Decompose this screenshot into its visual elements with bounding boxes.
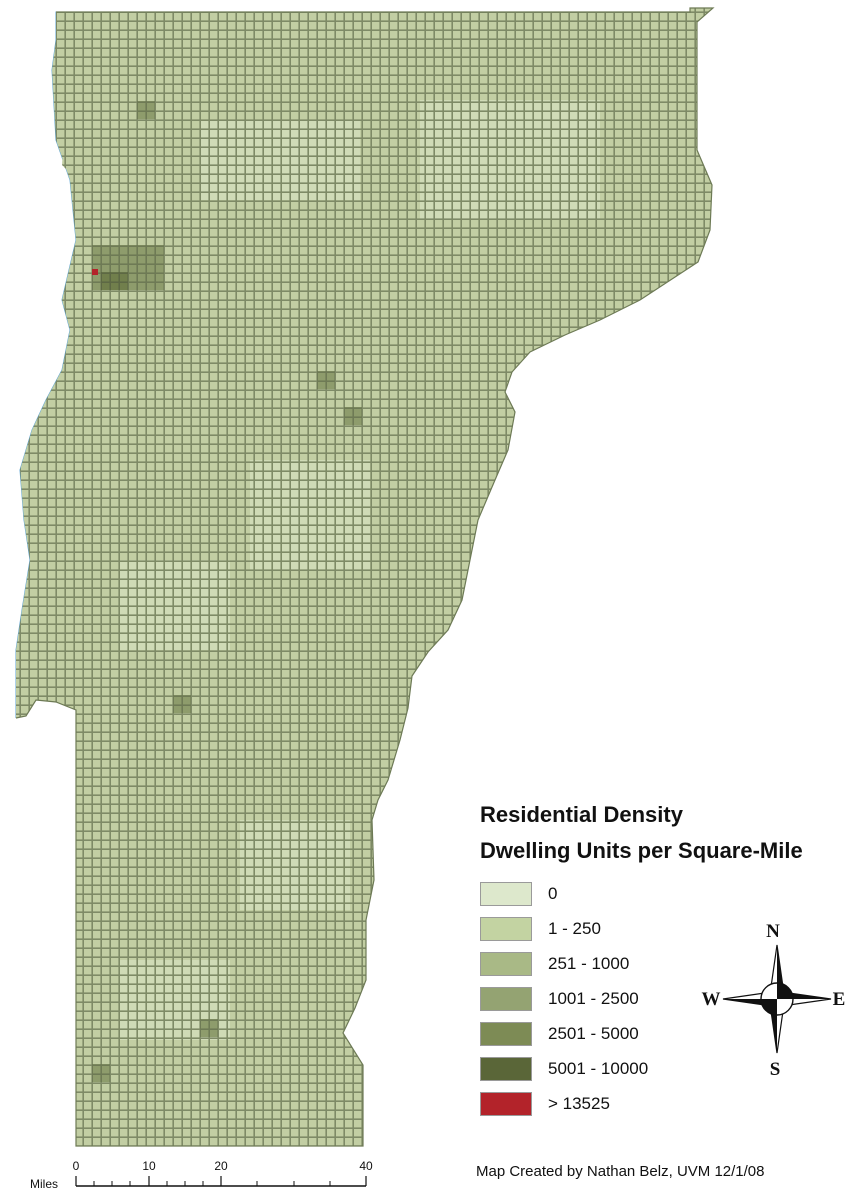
legend-label: 0 (548, 883, 558, 903)
scale-bar: Miles 0 10 20 40 (30, 1159, 373, 1191)
legend-title: Residential Density (480, 802, 683, 827)
scale-tick-label: 10 (142, 1159, 156, 1173)
legend-item: 251 - 1000 (480, 946, 849, 981)
compass-rose-icon: N S W E (702, 921, 846, 1080)
legend-label: > 13525 (548, 1093, 610, 1113)
legend-swatch (480, 1021, 532, 1046)
legend-item: 1001 - 2500 (480, 981, 849, 1016)
legend: Residential Density Dwelling Units per S… (480, 800, 849, 1121)
legend-label: 1 - 250 (548, 918, 601, 938)
compass-south-label: S (770, 1059, 781, 1080)
legend-swatch (480, 881, 532, 906)
legend-label: 2501 - 5000 (548, 1023, 639, 1043)
map-credit: Map Created by Nathan Belz, UVM 12/1/08 (476, 1163, 765, 1180)
compass-west-label: W (702, 989, 721, 1010)
legend-swatch (480, 951, 532, 976)
legend-label: 251 - 1000 (548, 953, 630, 973)
legend-swatch (480, 986, 532, 1011)
legend-swatch (480, 1091, 532, 1116)
legend-list: 0 1 - 250 251 - 1000 1001 - 2500 2501 - … (480, 876, 849, 1121)
legend-swatch (480, 916, 532, 941)
compass-east-label: E (833, 989, 846, 1010)
legend-item: 1 - 250 (480, 911, 849, 946)
scale-tick-label: 20 (214, 1159, 228, 1173)
legend-item: > 13525 (480, 1086, 849, 1121)
legend-swatch (480, 1056, 532, 1081)
legend-item: 0 (480, 876, 849, 911)
state-border (15, 7, 715, 1147)
legend-label: 1001 - 2500 (548, 988, 639, 1008)
scale-tick-label: 0 (73, 1159, 80, 1173)
scale-tick-label: 40 (359, 1159, 373, 1173)
island (58, 54, 72, 110)
island (62, 132, 74, 175)
legend-item: 5001 - 10000 (480, 1051, 849, 1086)
legend-item: 2501 - 5000 (480, 1016, 849, 1051)
legend-subtitle: Dwelling Units per Square-Mile (480, 838, 803, 863)
legend-label: 5001 - 10000 (548, 1058, 649, 1078)
scale-unit-label: Miles (30, 1177, 58, 1191)
compass-north-label: N (766, 921, 780, 942)
